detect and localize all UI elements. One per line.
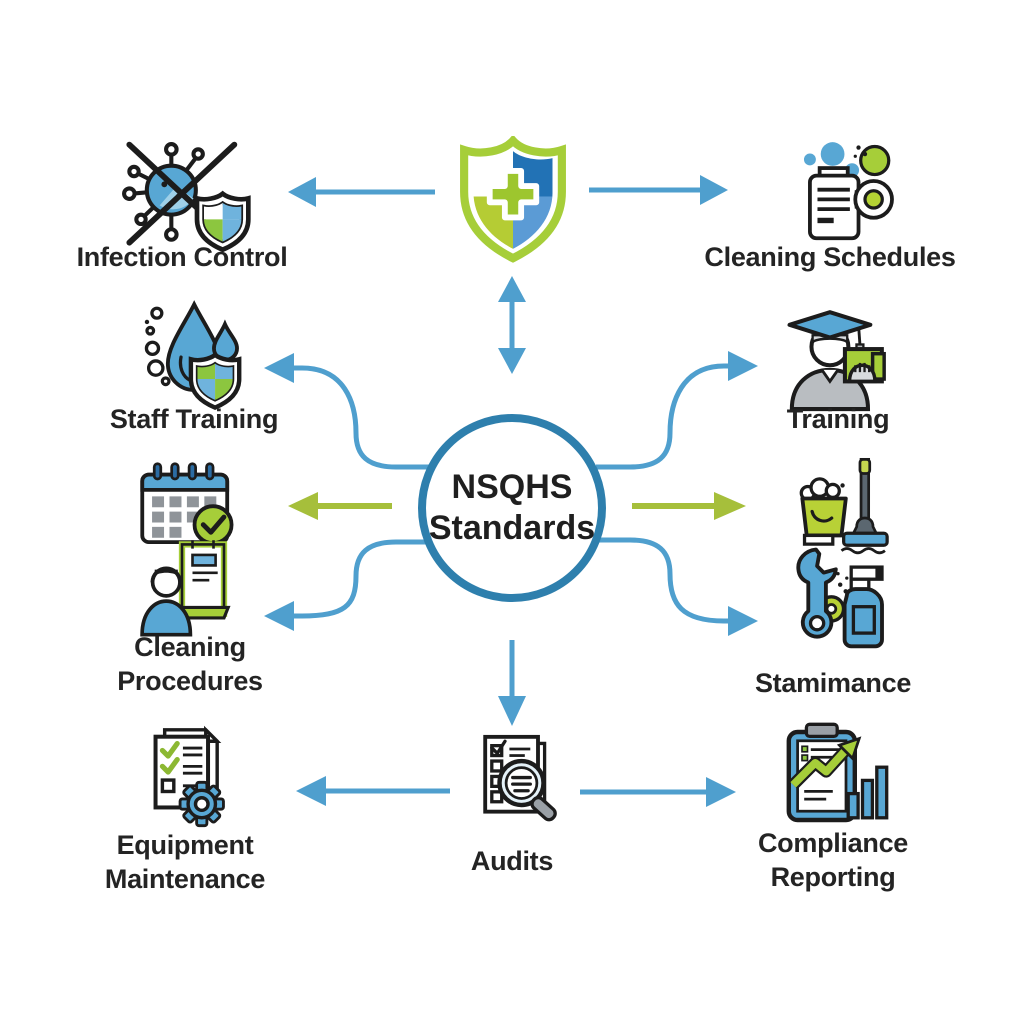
clipboard-chart-icon: [786, 722, 889, 823]
audits-label: Audits: [470, 846, 554, 876]
node-compliance-reporting: [775, 721, 895, 831]
cleaning-procedures-label: Cleaning Procedures: [117, 630, 263, 698]
node-staff-training: [137, 300, 247, 412]
training-label: Training: [786, 404, 890, 434]
cleaning-schedules-label: Cleaning Schedules: [704, 242, 956, 272]
equipment-maintenance-line2: Maintenance: [104, 864, 266, 894]
node-infection-control: [120, 136, 260, 256]
node-cleaning-schedules: [778, 140, 898, 248]
arrow-circle-to-training: [596, 363, 730, 470]
bucket-mop-icon: [799, 457, 889, 555]
graduate-person-icon: [787, 310, 886, 412]
arrow-circle-to-cleaning-procedures: [292, 539, 430, 619]
center-title-line2: Standards: [428, 509, 596, 547]
checklist-magnifier-icon: [483, 734, 557, 822]
compliance-reporting-label: Compliance Reporting: [758, 826, 908, 894]
node-health-shield: [454, 136, 572, 264]
infection-control-label: Infection Control: [76, 242, 288, 272]
staff-training-label: Staff Training: [109, 404, 279, 434]
equipment-maintenance-label: Equipment Maintenance: [104, 828, 266, 896]
cleaning-procedures-line1: Cleaning: [134, 632, 246, 662]
checklist-gear-icon: [153, 725, 225, 828]
node-equipment-maintenance: [130, 723, 245, 828]
wrench-spray-bottle-icon: [796, 547, 884, 649]
center-title-line1: NSQHS: [451, 468, 573, 506]
cleaning-procedures-line2: Procedures: [117, 666, 263, 696]
maintenance-label: Stamimance: [754, 668, 912, 698]
water-drop-shield-icon: [144, 300, 242, 410]
center-node-nsqhs-standards: NSQHS Standards: [418, 414, 606, 602]
node-maintenance: [783, 545, 893, 653]
virus-crossed-shield-icon: [122, 141, 251, 253]
arrow-circle-to-maintenance: [596, 537, 730, 624]
node-training: [778, 298, 898, 414]
equipment-maintenance-line1: Equipment: [116, 830, 254, 860]
compliance-reporting-line1: Compliance: [757, 828, 909, 858]
node-cleaning-procedures: [140, 538, 245, 638]
document-bubbles-icon: [803, 142, 894, 241]
node-cleaning-supplies: [793, 455, 903, 555]
health-shield-icon: [460, 136, 566, 263]
compliance-reporting-line2: Reporting: [770, 862, 896, 892]
person-flipchart-icon: [140, 540, 231, 637]
node-audits: [461, 730, 571, 835]
arrow-circle-to-staff-training: [292, 365, 432, 470]
